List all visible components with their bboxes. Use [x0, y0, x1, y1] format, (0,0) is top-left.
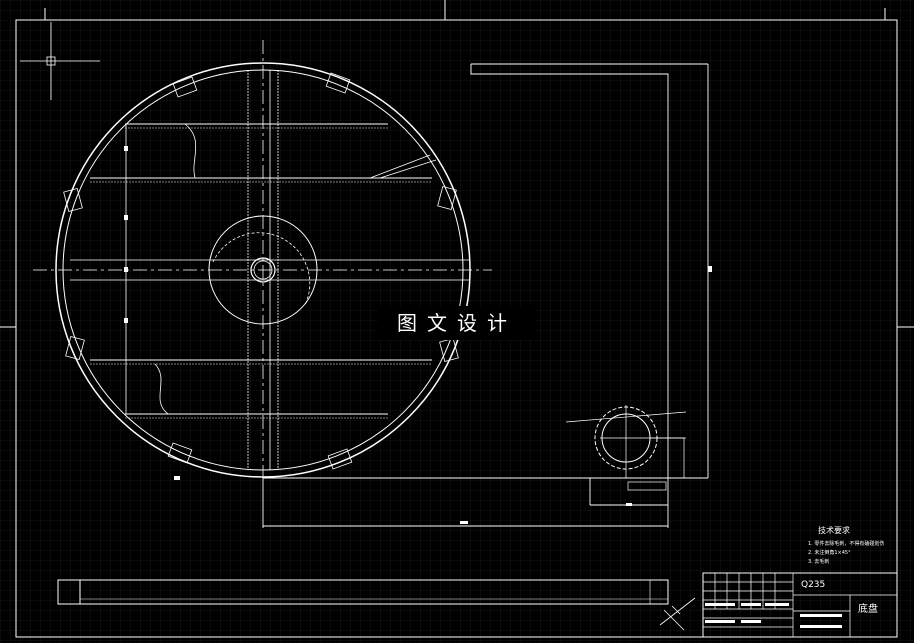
clamp-lugs: [63, 72, 459, 470]
technical-requirement-1: 1. 零件去除毛刺，不得有磕碰划伤: [808, 541, 885, 547]
technical-requirements-title: 技术要求: [818, 526, 850, 535]
outline-frame: [262, 63, 709, 528]
title-block-fill: [705, 603, 842, 628]
watermark-label: 图文设计: [378, 306, 536, 340]
material-label: Q235: [801, 580, 826, 590]
dimension-markers: [124, 146, 712, 524]
technical-requirement-3: 3. 去毛刺: [808, 559, 830, 565]
flange-detail: [565, 405, 687, 491]
side-view: [57, 579, 669, 605]
title-block: [702, 572, 898, 638]
part-name-label: 底盘: [858, 604, 878, 615]
weld-symbol-icon: [659, 597, 696, 631]
technical-requirement-2: 2. 未注倒角1×45°: [808, 550, 851, 556]
base-plate-view: [33, 40, 492, 478]
cursor-crosshair-icon: [20, 22, 100, 100]
